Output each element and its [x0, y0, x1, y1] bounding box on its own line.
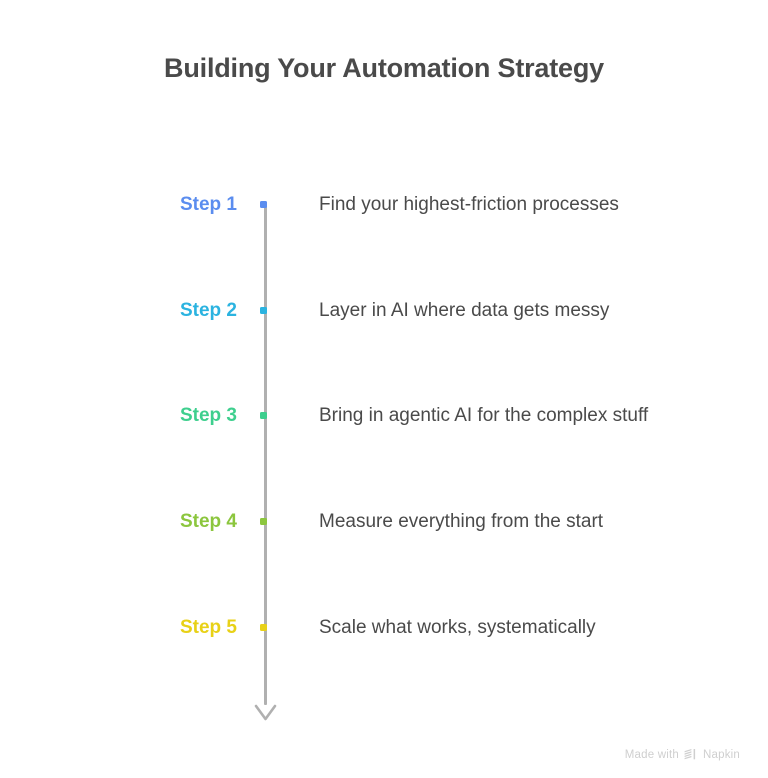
- step-3-description: Bring in agentic AI for the complex stuf…: [319, 405, 649, 426]
- page-title: Building Your Automation Strategy: [164, 53, 604, 83]
- watermark-brand: Napkin: [703, 748, 740, 761]
- step-1-label: Step 1: [179, 194, 237, 215]
- step-1-marker-dot: [260, 201, 267, 208]
- arrow-down-icon: [254, 700, 277, 724]
- timeline-step-5[interactable]: Step 5 Scale what works, systematically: [0, 613, 768, 643]
- timeline-step-2[interactable]: Step 2 Layer in AI where data gets messy: [0, 296, 768, 326]
- step-3-marker-dot: [260, 412, 267, 419]
- step-5-label: Step 5: [179, 617, 237, 638]
- watermark[interactable]: Made with Napkin: [625, 748, 740, 761]
- timeline-step-3[interactable]: Step 3 Bring in agentic AI for the compl…: [0, 401, 768, 431]
- timeline-axis-line: [264, 205, 267, 705]
- watermark-prefix: Made with: [624, 748, 679, 761]
- step-4-marker-dot: [260, 518, 267, 525]
- step-5-marker-dot: [260, 624, 267, 631]
- step-1-description: Find your highest-friction processes: [319, 194, 619, 215]
- step-2-marker-dot: [260, 307, 267, 314]
- step-4-description: Measure everything from the start: [319, 511, 604, 532]
- napkin-logo-icon: [684, 748, 698, 761]
- timeline-step-1[interactable]: Step 1 Find your highest-friction proces…: [0, 190, 768, 220]
- step-2-description: Layer in AI where data gets messy: [319, 300, 610, 321]
- step-4-label: Step 4: [179, 511, 237, 532]
- step-3-label: Step 3: [179, 405, 237, 426]
- step-2-label: Step 2: [179, 300, 237, 321]
- step-5-description: Scale what works, systematically: [319, 617, 596, 638]
- timeline-step-4[interactable]: Step 4 Measure everything from the start: [0, 507, 768, 537]
